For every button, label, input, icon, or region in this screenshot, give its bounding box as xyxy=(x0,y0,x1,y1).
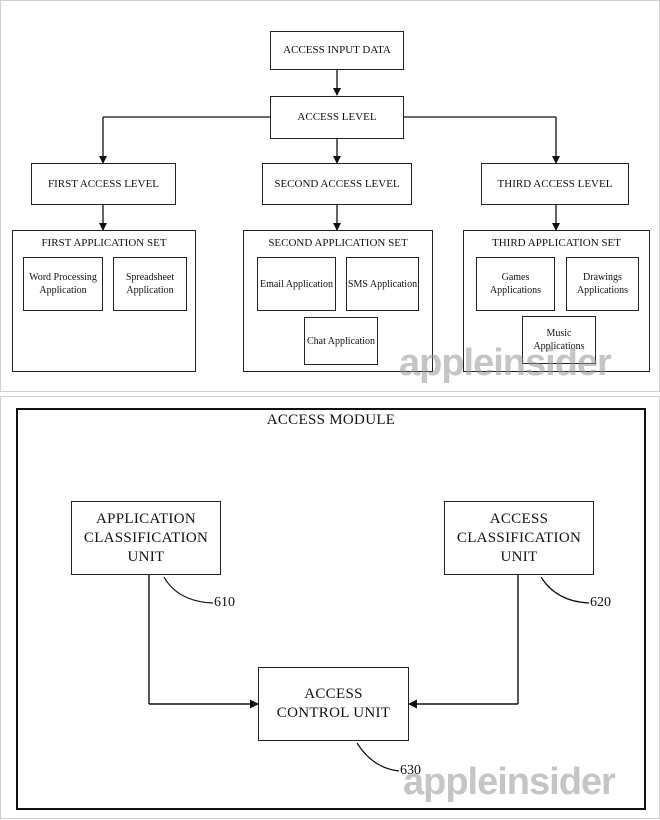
access-control-unit-box: ACCESS CONTROL UNIT xyxy=(258,667,409,741)
second-access-level-label: SECOND ACCESS LEVEL xyxy=(274,177,400,190)
access-level-label: ACCESS LEVEL xyxy=(297,111,377,123)
app-label: Chat Application xyxy=(306,335,376,347)
reference-number-620: 620 xyxy=(590,595,611,610)
second-application-set-title: SECOND APPLICATION SET xyxy=(268,237,408,249)
third-access-level-box: THIRD ACCESS LEVEL xyxy=(481,163,629,205)
application-classification-unit-box: APPLICATION CLASSIFICATION UNIT xyxy=(71,501,221,575)
app-label: Drawings Applications xyxy=(576,272,629,296)
reference-number-610: 610 xyxy=(214,595,235,610)
third-application-set: THIRD APPLICATION SET xyxy=(463,230,650,372)
app-box: Music Applications xyxy=(522,316,596,364)
bottom-connectors xyxy=(16,408,646,810)
application-classification-unit-label: APPLICATION CLASSIFICATION UNIT xyxy=(83,510,209,565)
appleinsider-watermark: appleinsider xyxy=(403,761,616,803)
access-control-unit-label: ACCESS CONTROL UNIT xyxy=(276,686,391,721)
app-label: Email Application xyxy=(259,278,334,290)
app-box: Chat Application xyxy=(304,317,378,365)
app-box: Games Applications xyxy=(476,257,555,311)
access-classification-unit-box: ACCESS CLASSIFICATION UNIT xyxy=(444,501,594,575)
first-application-set: FIRST APPLICATION SET xyxy=(12,230,196,372)
third-access-level-label: THIRD ACCESS LEVEL xyxy=(497,177,613,190)
app-label: Word Processing Application xyxy=(29,272,97,296)
top-connectors xyxy=(99,70,560,231)
second-application-set: SECOND APPLICATION SET xyxy=(243,230,433,372)
access-level-box: ACCESS LEVEL xyxy=(270,96,404,139)
bottom-diagram-panel: ACCESS MODULE APPLICATION CLASSIFICATION… xyxy=(0,396,660,819)
access-input-data-box: ACCESS INPUT DATA xyxy=(270,31,404,70)
app-box: SMS Application xyxy=(346,257,419,311)
access-classification-unit-label: ACCESS CLASSIFICATION UNIT xyxy=(456,510,582,565)
app-box: Spreadsheet Application xyxy=(113,257,187,311)
access-input-data-label: ACCESS INPUT DATA xyxy=(283,44,391,56)
app-box: Drawings Applications xyxy=(566,257,639,311)
app-box: Word Processing Application xyxy=(23,257,103,311)
appleinsider-watermark: appleinsider xyxy=(399,342,612,384)
app-box: Email Application xyxy=(257,257,336,311)
first-access-level-label: FIRST ACCESS LEVEL xyxy=(47,177,160,190)
first-application-set-title: FIRST APPLICATION SET xyxy=(41,237,167,249)
app-label: SMS Application xyxy=(347,278,418,290)
first-access-level-box: FIRST ACCESS LEVEL xyxy=(31,163,176,205)
app-label: Music Applications xyxy=(533,328,585,352)
reference-number-630: 630 xyxy=(400,763,421,778)
access-module-title: ACCESS MODULE xyxy=(266,412,396,428)
top-diagram-panel: ACCESS INPUT DATA ACCESS LEVEL FIRST ACC… xyxy=(0,0,660,392)
third-application-set-title: THIRD APPLICATION SET xyxy=(492,237,621,249)
app-label: Spreadsheet Application xyxy=(125,272,175,296)
second-access-level-box: SECOND ACCESS LEVEL xyxy=(262,163,412,205)
app-label: Games Applications xyxy=(489,272,542,296)
